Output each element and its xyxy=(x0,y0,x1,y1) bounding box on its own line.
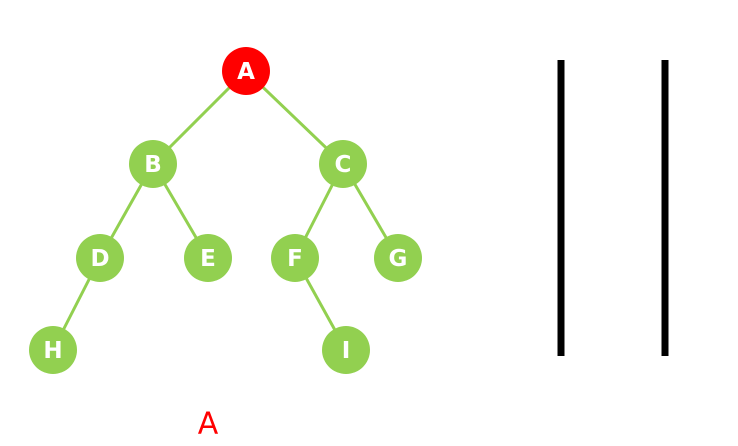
tree-node-e: E xyxy=(184,234,232,282)
node-circle xyxy=(29,326,77,374)
container xyxy=(557,60,669,356)
tree-nodes: A B C D E F G H I xyxy=(29,47,422,374)
node-label: F xyxy=(287,246,303,272)
node-circle xyxy=(76,234,124,282)
node-circle xyxy=(184,234,232,282)
tree-node-g: G xyxy=(374,234,422,282)
node-circle xyxy=(322,326,370,374)
node-label: D xyxy=(90,246,109,272)
node-label: G xyxy=(389,246,408,272)
tree-node-i: I xyxy=(322,326,370,374)
node-label: A xyxy=(237,59,255,85)
tree-node-a: A xyxy=(222,47,270,95)
node-circle xyxy=(374,234,422,282)
node-label: B xyxy=(144,152,162,178)
tree-node-h: H xyxy=(29,326,77,374)
node-circle xyxy=(129,140,177,188)
node-label: H xyxy=(43,338,62,364)
node-label: I xyxy=(342,338,351,364)
output-sequence: A xyxy=(198,407,219,442)
node-label: E xyxy=(200,246,216,272)
tree-node-b: B xyxy=(129,140,177,188)
node-circle xyxy=(222,47,270,95)
tree-edges xyxy=(51,69,400,351)
node-label: C xyxy=(335,152,352,178)
tree-node-c: C xyxy=(319,140,367,188)
tree-node-d: D xyxy=(76,234,124,282)
tree-node-f: F xyxy=(271,234,319,282)
node-circle xyxy=(319,140,367,188)
node-circle xyxy=(271,234,319,282)
